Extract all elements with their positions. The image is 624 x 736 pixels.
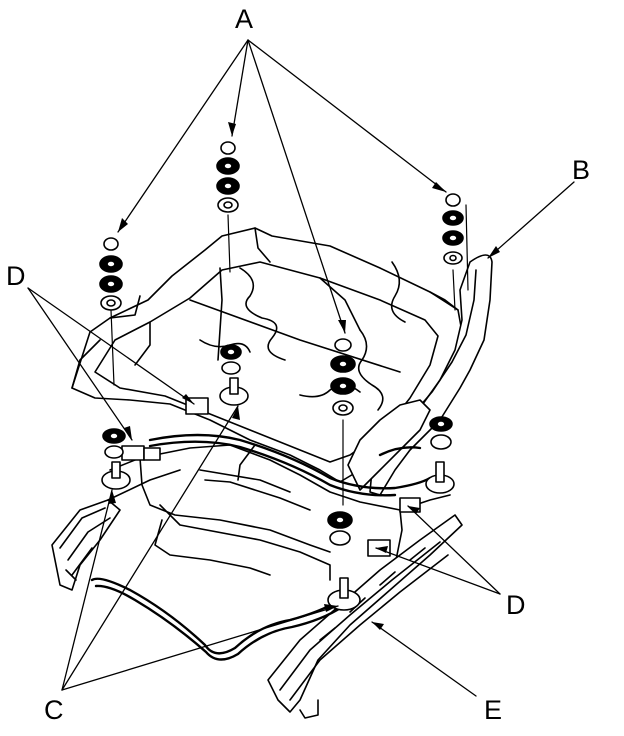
leader-lines [27, 39, 575, 697]
callout-c: C [44, 695, 64, 725]
slide-rail-right-e [267, 514, 463, 719]
arrowheads [108, 122, 500, 630]
callout-a: A [235, 4, 254, 34]
callout-d-right: D [506, 590, 526, 620]
callout-b: B [572, 155, 591, 185]
callout-e: E [484, 695, 503, 725]
side-shield-b [347, 254, 493, 496]
connectors-d [121, 397, 421, 557]
bolts-c [101, 344, 455, 611]
fastener-stacks-a [99, 141, 469, 506]
callout-d-left: D [6, 261, 26, 291]
